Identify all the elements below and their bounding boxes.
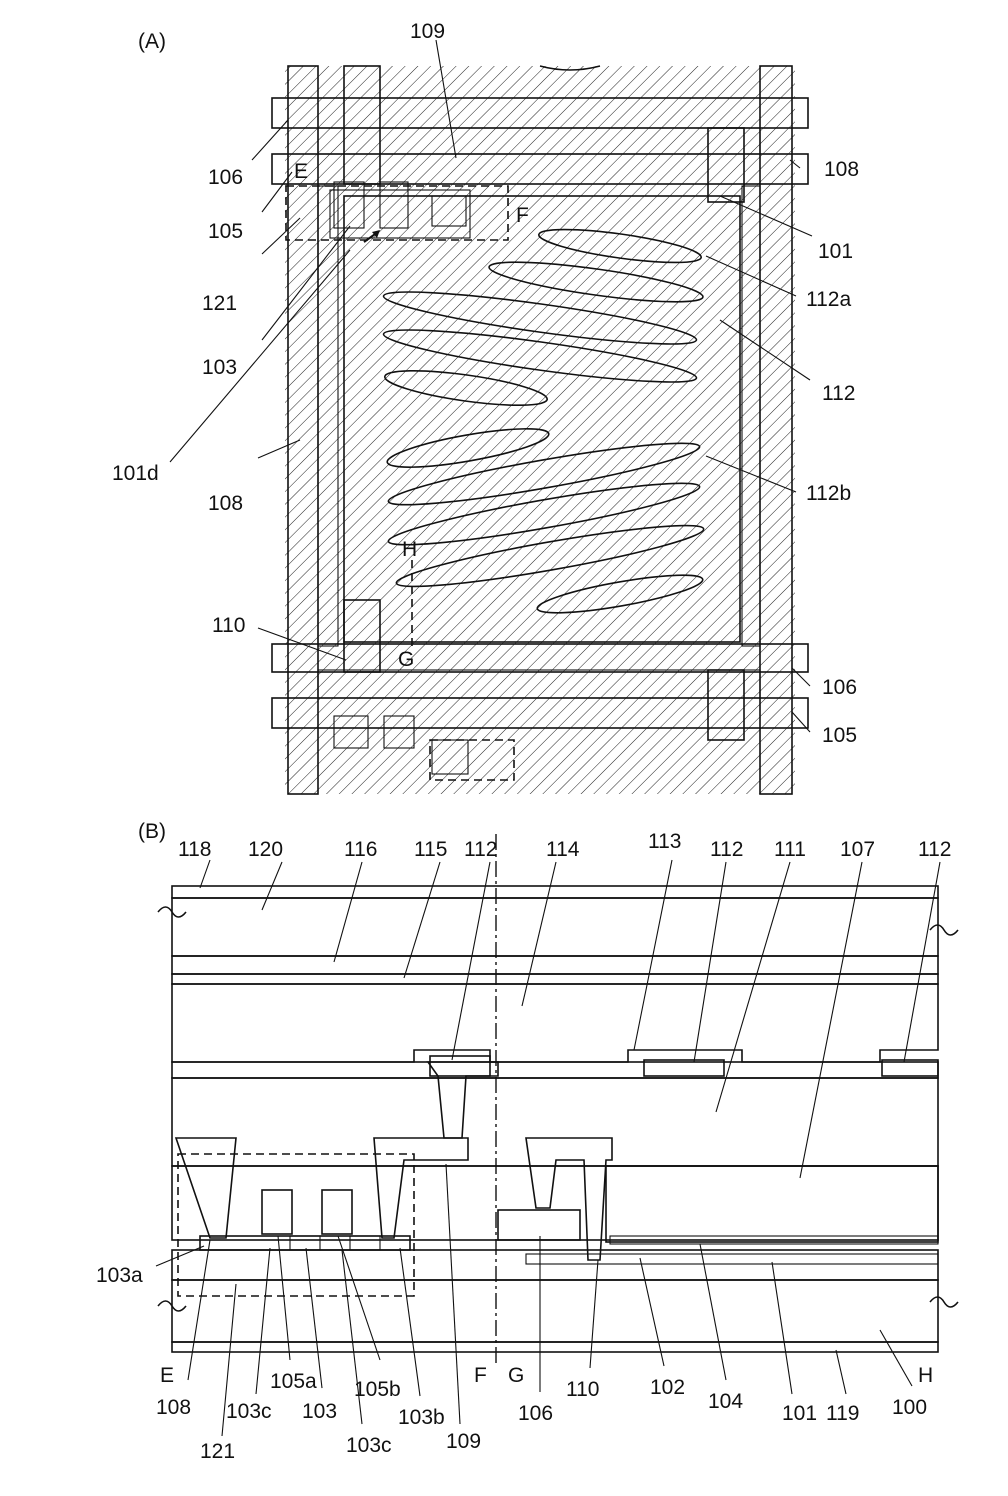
contact-108	[176, 1138, 236, 1238]
label-110: 110	[212, 614, 245, 637]
layer-116	[172, 956, 938, 974]
layer-111	[172, 1078, 938, 1166]
label-120: 120	[248, 838, 283, 861]
label-112-c: 112	[918, 838, 951, 861]
label-b109: 109	[446, 1430, 481, 1453]
electrode-112-1	[430, 1056, 490, 1076]
label-118: 118	[178, 838, 211, 861]
label-h: H	[918, 1364, 933, 1387]
label-b108: 108	[156, 1396, 191, 1419]
label-112b: 112b	[806, 482, 851, 505]
label-b103b: 103b	[398, 1406, 445, 1429]
electrode-106	[498, 1210, 580, 1240]
region-121	[178, 1154, 414, 1296]
label-112-b: 112	[710, 838, 743, 861]
label-105: 105	[208, 220, 243, 243]
label-b110: 110	[566, 1378, 599, 1401]
label-108-right: 108	[824, 158, 859, 181]
label-108-left: 108	[208, 492, 243, 515]
panel-b-title: (B)	[138, 820, 166, 843]
label-b105b: 105b	[354, 1378, 401, 1401]
panel-b: (B)	[96, 820, 958, 1463]
label-b105a: 105a	[270, 1370, 317, 1393]
label-b119: 119	[826, 1402, 859, 1425]
semiconductor-103	[200, 1236, 410, 1250]
label-b102: 102	[650, 1376, 685, 1399]
layer-115	[172, 974, 938, 984]
layer-107-insulator	[172, 1166, 938, 1240]
label-b100: 100	[892, 1396, 927, 1419]
label-121: 121	[202, 292, 237, 315]
label-106: 106	[208, 166, 243, 189]
label-101d: 101d	[112, 462, 159, 485]
contact-109	[374, 1138, 468, 1238]
label-f: F	[474, 1364, 487, 1387]
label-111: 111	[774, 838, 806, 861]
label-103: 103	[202, 356, 237, 379]
layer-114	[172, 984, 938, 1062]
break-mark	[930, 1297, 958, 1307]
label-112-a: 112	[464, 838, 497, 861]
label-116: 116	[344, 838, 377, 861]
label-b101: 101	[782, 1402, 817, 1425]
channel-103c-2	[350, 1236, 380, 1250]
point-h: H	[402, 538, 417, 561]
label-109: 109	[410, 20, 445, 43]
leaders-b	[156, 860, 940, 1436]
label-b103c-1: 103c	[226, 1400, 272, 1423]
label-112a: 112a	[806, 288, 851, 311]
layer-119	[172, 1342, 938, 1352]
label-115: 115	[414, 838, 447, 861]
label-107: 107	[840, 838, 875, 861]
layer-113	[172, 1062, 938, 1078]
via-112	[428, 1062, 498, 1138]
label-112: 112	[822, 382, 855, 405]
label-e: E	[160, 1364, 174, 1387]
label-b121: 121	[200, 1440, 235, 1463]
panel-a: (A)	[112, 20, 859, 794]
label-b103: 103	[302, 1400, 337, 1423]
label-101: 101	[818, 240, 853, 263]
layer-118	[172, 886, 938, 898]
break-mark	[930, 925, 958, 935]
label-g: G	[508, 1364, 524, 1387]
label-105-right: 105	[822, 724, 857, 747]
label-b104: 104	[708, 1390, 743, 1413]
gate-105b	[322, 1190, 352, 1234]
label-113: 113	[648, 830, 681, 853]
label-106-right: 106	[822, 676, 857, 699]
point-f: F	[516, 204, 529, 227]
gate-105a	[262, 1190, 292, 1234]
panel-a-title: (A)	[138, 30, 166, 53]
layer-107	[606, 1166, 938, 1242]
channel-103c	[290, 1236, 320, 1250]
point-g: G	[398, 648, 414, 671]
point-e: E	[294, 160, 308, 183]
label-b103c-2: 103c	[346, 1434, 392, 1457]
label-103a: 103a	[96, 1264, 143, 1287]
label-b106: 106	[518, 1402, 553, 1425]
contact-110	[526, 1138, 612, 1260]
layer-120	[172, 898, 938, 956]
label-114: 114	[546, 838, 580, 861]
